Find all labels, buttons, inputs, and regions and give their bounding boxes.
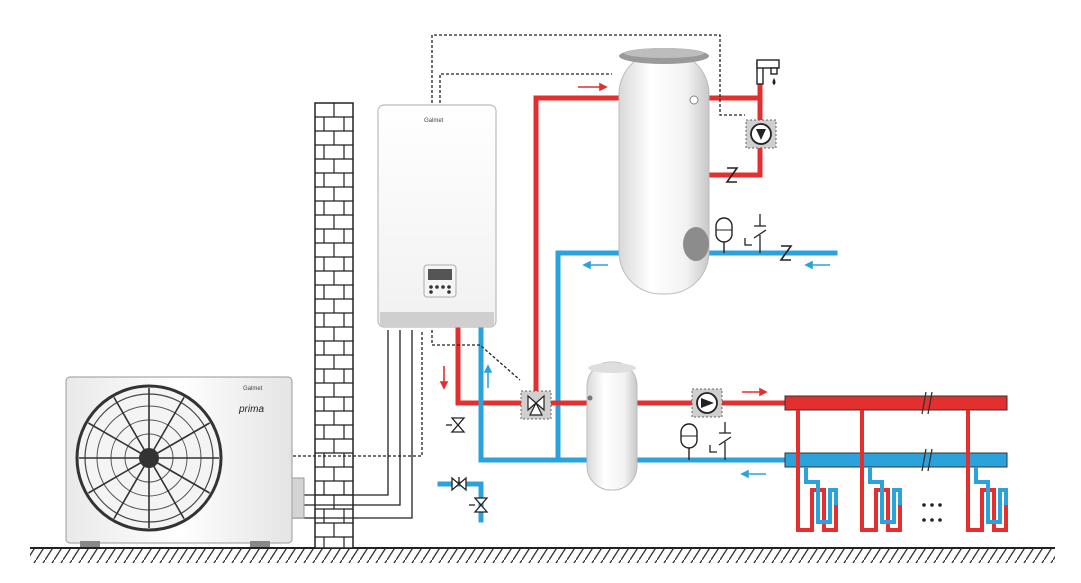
tap-icon xyxy=(756,59,780,85)
hot-pipe-to-tank xyxy=(533,95,623,395)
cold-pipe-fill xyxy=(437,481,484,523)
loop-return xyxy=(804,467,838,524)
dhw-storage-tank xyxy=(618,48,710,295)
controller-display xyxy=(423,264,457,298)
control-wiring xyxy=(283,34,745,457)
fan-guard-spoke xyxy=(148,457,211,494)
floor-heating-loops xyxy=(796,410,1008,532)
hot-pipe-hp-supply xyxy=(455,323,533,406)
fan-guard-spoke xyxy=(148,396,185,459)
loop-return xyxy=(868,467,902,524)
circulation-pump-icon xyxy=(745,119,777,149)
ellipsis-more-loops xyxy=(922,503,942,522)
fan-guard-spoke xyxy=(148,422,211,459)
fan-guard-spoke xyxy=(87,457,150,494)
ground xyxy=(30,547,1055,563)
expansion-vessel-icon xyxy=(680,217,733,460)
fan-icon xyxy=(75,384,223,532)
heating-pump-icon xyxy=(691,388,723,418)
three-way-valve-icon xyxy=(520,390,552,420)
fan-guard-spoke xyxy=(148,457,185,520)
loop-return xyxy=(974,467,1008,524)
fan-guard-spoke xyxy=(87,422,150,459)
brick-wall xyxy=(314,102,354,549)
outdoor-unit-brand: Galmet xyxy=(243,386,263,392)
outdoor-heat-pump-unit: Galmet prima xyxy=(65,376,305,547)
indoor-heat-pump-module: Galmet xyxy=(377,104,497,328)
fan-guard-spoke xyxy=(113,457,150,520)
refrigerant-lines xyxy=(290,330,413,519)
indoor-unit-brand: Galmet xyxy=(424,118,444,124)
cold-pipe-tank-return xyxy=(555,250,623,463)
outdoor-unit-model: prima xyxy=(238,404,264,415)
heating-manifold xyxy=(784,391,1008,472)
check-valve-icon xyxy=(725,167,793,261)
flow-arrows xyxy=(439,82,830,479)
fan-guard-spoke xyxy=(113,396,150,459)
safety-valve-icon xyxy=(709,214,767,460)
buffer-tank xyxy=(586,361,638,491)
hot-pipe-dhw-out xyxy=(707,79,763,101)
shutoff-valve-icon xyxy=(446,417,489,513)
